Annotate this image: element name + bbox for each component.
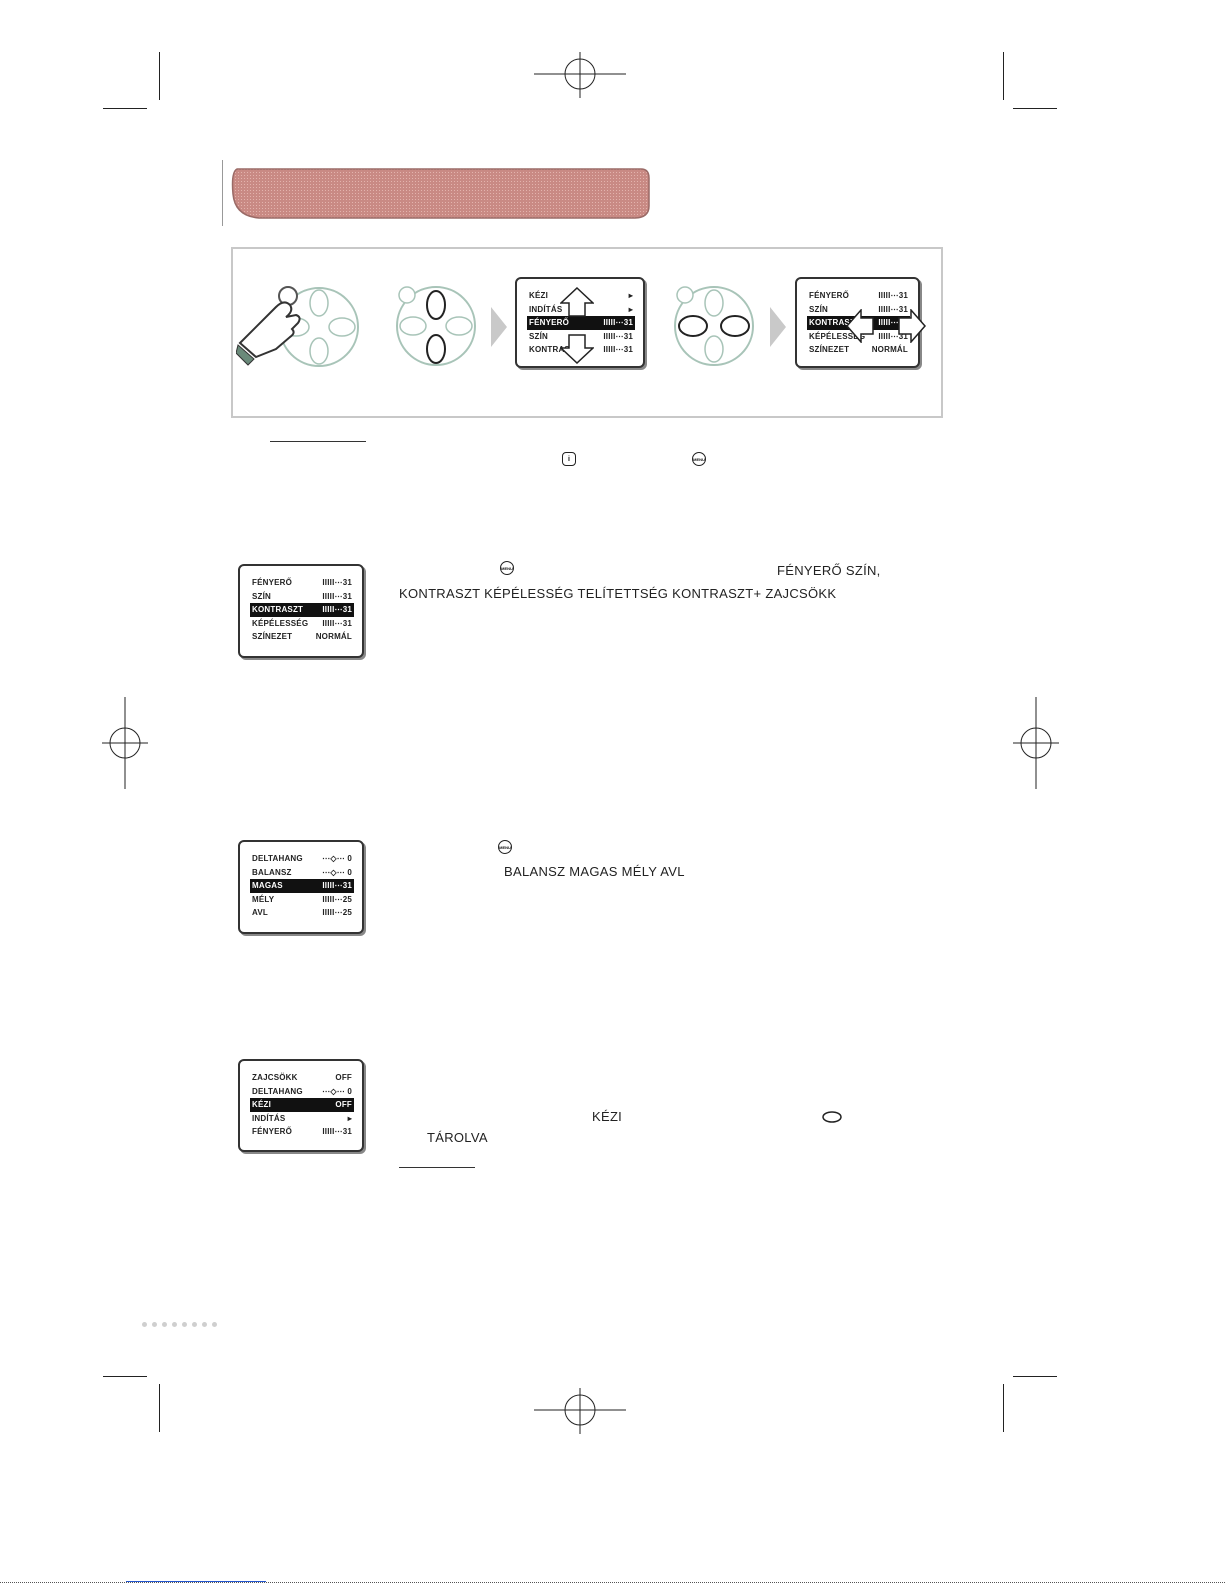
footer-rule — [0, 1582, 1225, 1585]
remote-dial-step3 — [674, 286, 754, 366]
remote-dial-step2 — [396, 286, 476, 366]
menu-button-icon: MENU — [692, 452, 706, 466]
down-arrow-icon — [560, 334, 594, 364]
footer-link-underline — [126, 1581, 266, 1582]
note-underline — [399, 1167, 475, 1168]
menu-button-icon: MENU — [500, 561, 514, 575]
picture-items-line1: FÉNYERŐ SZÍN, — [777, 563, 881, 578]
registration-mark-top — [534, 52, 626, 98]
manual-item: KÉZI — [592, 1109, 623, 1124]
remote-dial-step1 — [236, 286, 359, 367]
right-arrow-icon — [898, 309, 926, 343]
step-arrow-2 — [770, 307, 786, 347]
info-button-icon: i — [562, 452, 576, 466]
registration-mark-bottom — [534, 1388, 626, 1434]
sound-items: BALANSZ MAGAS MÉLY AVL — [504, 864, 685, 879]
header-bar — [231, 168, 650, 219]
picture-items-line2: KONTRASZT KÉPÉLESSÉG TELÍTETTSÉG KONTRAS… — [399, 586, 837, 601]
left-arrow-icon — [846, 309, 874, 343]
header-divider — [222, 160, 223, 226]
registration-mark-right — [1013, 697, 1059, 789]
note-underline — [270, 441, 366, 442]
stored-label: TÁROLVA — [427, 1130, 488, 1145]
registration-mark-left — [102, 697, 148, 789]
step-arrow-1 — [491, 307, 507, 347]
up-arrow-icon — [560, 287, 594, 317]
steps-panel — [231, 247, 943, 418]
menu-button-icon: MENU — [498, 840, 512, 854]
right-button-icon — [822, 1111, 842, 1123]
